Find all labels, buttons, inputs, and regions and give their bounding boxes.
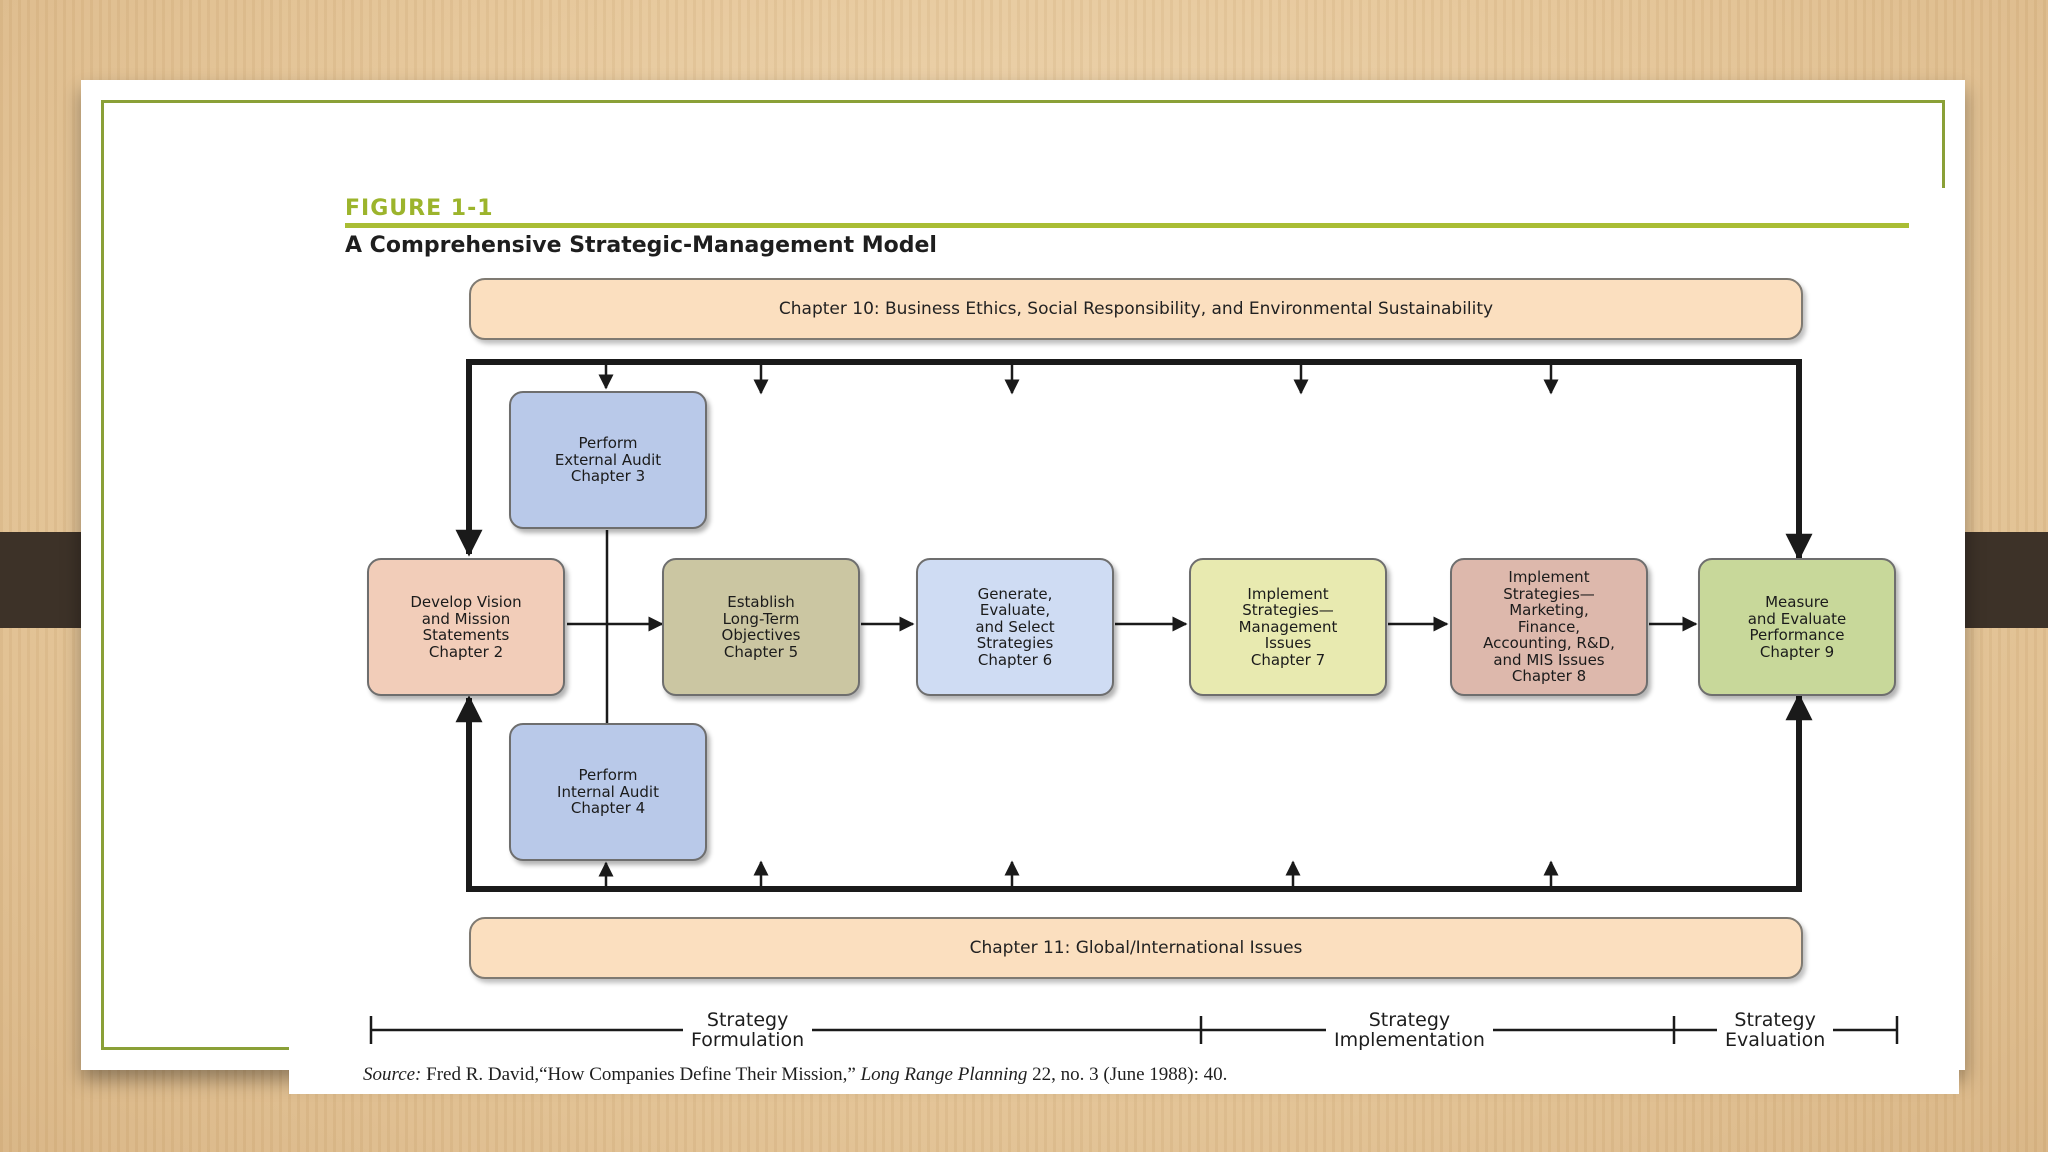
box-external-audit-label: Perform External Audit Chapter 3	[554, 434, 662, 486]
box-vision-mission-label: Develop Vision and Mission Statements Ch…	[410, 593, 522, 661]
figure-title-rule	[345, 223, 1909, 228]
box-evaluate-performance: Measure and Evaluate Performance Chapter…	[1698, 558, 1896, 696]
box-external-audit: Perform External Audit Chapter 3	[509, 391, 707, 529]
slide: FIGURE 1-1 A Comprehensive Strategic-Man…	[81, 80, 1965, 1094]
phase-implementation: Strategy Implementation	[1326, 1010, 1493, 1050]
figure-panel: FIGURE 1-1 A Comprehensive Strategic-Man…	[289, 188, 1959, 1094]
figure-title: A Comprehensive Strategic-Management Mod…	[345, 233, 937, 258]
box-evaluate-label: Measure and Evaluate Performance Chapter…	[1747, 593, 1847, 661]
box-strategies-label: Generate, Evaluate, and Select Strategie…	[975, 584, 1055, 669]
source-text-1: Fred R. David,“How Companies Define Thei…	[421, 1064, 861, 1085]
box-internal-audit: Perform Internal Audit Chapter 4	[509, 723, 707, 861]
source-journal: Long Range Planning	[860, 1064, 1028, 1085]
global-issues-band: Chapter 11: Global/International Issues	[469, 917, 1803, 979]
feedback-loop-diagram	[369, 359, 1899, 1044]
source-label: Source:	[363, 1064, 422, 1085]
phase-evaluation: Strategy Evaluation	[1717, 1010, 1834, 1050]
ethics-band: Chapter 10: Business Ethics, Social Resp…	[469, 278, 1803, 340]
box-long-term-objectives: Establish Long-Term Objectives Chapter 5	[662, 558, 860, 696]
phase-formulation: Strategy Formulation	[683, 1010, 813, 1050]
source-citation: Source: Fred R. David,“How Companies Def…	[363, 1064, 1227, 1086]
box-vision-mission: Develop Vision and Mission Statements Ch…	[367, 558, 565, 696]
box-strategies: Generate, Evaluate, and Select Strategie…	[916, 558, 1114, 696]
box-objectives-label: Establish Long-Term Objectives Chapter 5	[721, 593, 801, 661]
box-internal-audit-label: Perform Internal Audit Chapter 4	[557, 766, 659, 818]
source-text-2: 22, no. 3 (June 1988): 40.	[1027, 1064, 1228, 1085]
box-implement-management-label: Implement Strategies— Management Issues …	[1238, 584, 1338, 669]
box-implement-functional-label: Implement Strategies— Marketing, Finance…	[1483, 568, 1615, 686]
box-implement-management: Implement Strategies— Management Issues …	[1189, 558, 1387, 696]
figure-label: FIGURE 1-1	[345, 196, 494, 221]
box-implement-functional: Implement Strategies— Marketing, Finance…	[1450, 558, 1648, 696]
